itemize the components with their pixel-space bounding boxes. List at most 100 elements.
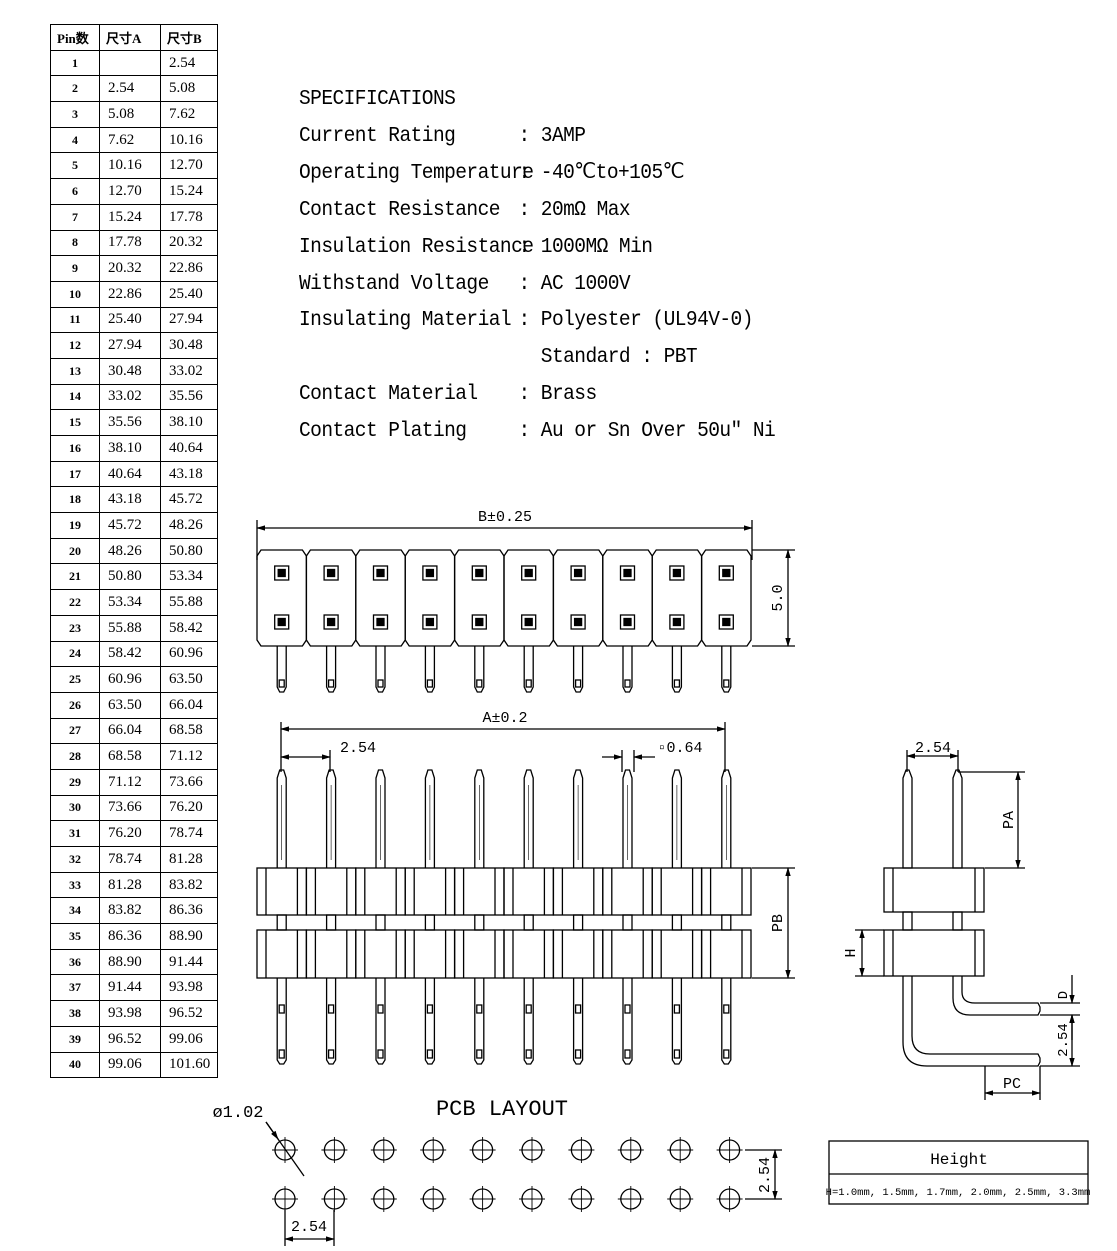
spec-separator: : [518,235,530,259]
top-pin-lead [424,646,436,693]
front-pin-upper [325,769,337,868]
table-header-row: Pin数 尺寸A 尺寸B [50,24,218,51]
front-pin-mark [574,1004,582,1014]
dim-a-cell: 99.06 [99,1051,161,1079]
front-pin-lower [671,978,683,1065]
pin-count-cell: 25 [50,666,100,693]
front-housing-lower [552,929,604,979]
top-pin-lead [375,646,386,693]
top-housing-cell [503,549,555,647]
top-pin-square-inner [722,568,731,578]
top-pin-square-inner [277,617,286,627]
pin-count-cell: 31 [50,820,100,847]
front-housing-upper [552,867,604,916]
front-pin-upper [375,769,386,868]
front-pin-mark [327,1004,335,1014]
side-pitch-vertical-label: 2.54 [1056,1023,1072,1057]
spec-value: Au or Sn Over 50u" Ni [540,420,776,444]
dim-a-cell: 91.44 [99,974,161,1002]
front-pin-mark [377,1049,384,1059]
front-pin-upper [572,769,584,868]
pin-count-cell: 36 [50,948,100,976]
spec-value: 20mΩ Max [540,198,631,222]
front-pin-lower [424,978,436,1065]
top-pin-tip-mark [476,679,483,688]
top-pin-square-outer [669,565,685,581]
top-housing-cell [651,549,703,647]
top-pin-square-inner [573,617,583,627]
front-pin-lower [474,978,485,1065]
top-pin-square-inner [475,568,484,578]
pin-count-cell: 1 [50,49,100,77]
pc-label: PC [1003,1076,1021,1093]
front-pin-gap [721,914,732,931]
dim-a-cell: 2.54 [99,75,161,103]
spec-separator: : [518,309,530,333]
pin-count-cell: 12 [50,332,100,359]
spec-row: Contact Resistance:20mΩ Max [299,193,775,230]
top-pin-square-inner [623,568,632,578]
top-pin-square-inner [524,617,533,627]
pin-count-cell: 23 [50,614,100,642]
dim-a-cell: 93.98 [99,1000,161,1027]
spec-label: Insulation Resistance [299,235,534,259]
front-pin-mark [426,1004,434,1014]
dim-a-cell: 15.24 [99,203,161,231]
front-housing-lower [503,929,555,979]
front-pin-upper [474,769,485,868]
header-pin-count: Pin数 [50,24,100,51]
spec-label: Contact Material [299,383,478,407]
top-pin-square-outer [471,565,487,581]
dim-b-cell: 43.18 [160,460,218,488]
front-pin-mark [476,1049,483,1059]
dim-a-cell: 7.62 [99,126,161,154]
spec-label: Current Rating [299,124,456,148]
top-pin-square-inner [326,568,336,578]
front-housing-lower [305,929,357,979]
dim-b-cell: 45.72 [160,486,218,514]
top-housing-cell [305,549,357,647]
top-pin-square-outer [372,614,389,630]
pin-count-cell: 32 [50,846,100,873]
top-pin-square-outer [619,565,636,581]
dim-b-label: B±0.25 [478,509,532,526]
height-box [828,1140,1089,1205]
dim-a-cell: 60.96 [99,666,161,693]
top-pin-square-outer [274,565,290,581]
dim-b-cell: 50.80 [160,537,218,565]
front-housing-lower [651,929,703,979]
dim-b-cell: 86.36 [160,897,218,925]
top-pin-square-inner [376,617,385,627]
dim-a-cell: 10.16 [99,152,161,180]
pin-square-label: ▫0.64 [657,740,702,757]
top-pin-square-inner [277,568,286,578]
top-pin-square-outer [323,565,339,581]
header-dim-a: 尺寸A [99,24,161,51]
dim-b-cell: 93.98 [160,974,218,1002]
height-box-values: H=1.0mm, 1.5mm, 1.7mm, 2.0mm, 2.5mm, 3.3… [826,1187,1091,1199]
top-pin-square-inner [573,568,583,578]
top-pin-lead [671,646,683,693]
dim-b-cell: 30.48 [160,332,218,359]
top-pin-lead [325,646,337,693]
top-pin-tip-mark [624,679,631,688]
front-pin-mark [723,1004,730,1014]
front-pin-upper [424,769,436,868]
dim-b-cell: 58.42 [160,614,218,642]
front-pin-mark [624,1004,631,1014]
dim-a-cell: 58.42 [99,640,161,668]
top-pin-square-outer [718,565,734,581]
pin-count-cell: 11 [50,306,100,334]
dim-b-cell: 33.02 [160,357,218,385]
